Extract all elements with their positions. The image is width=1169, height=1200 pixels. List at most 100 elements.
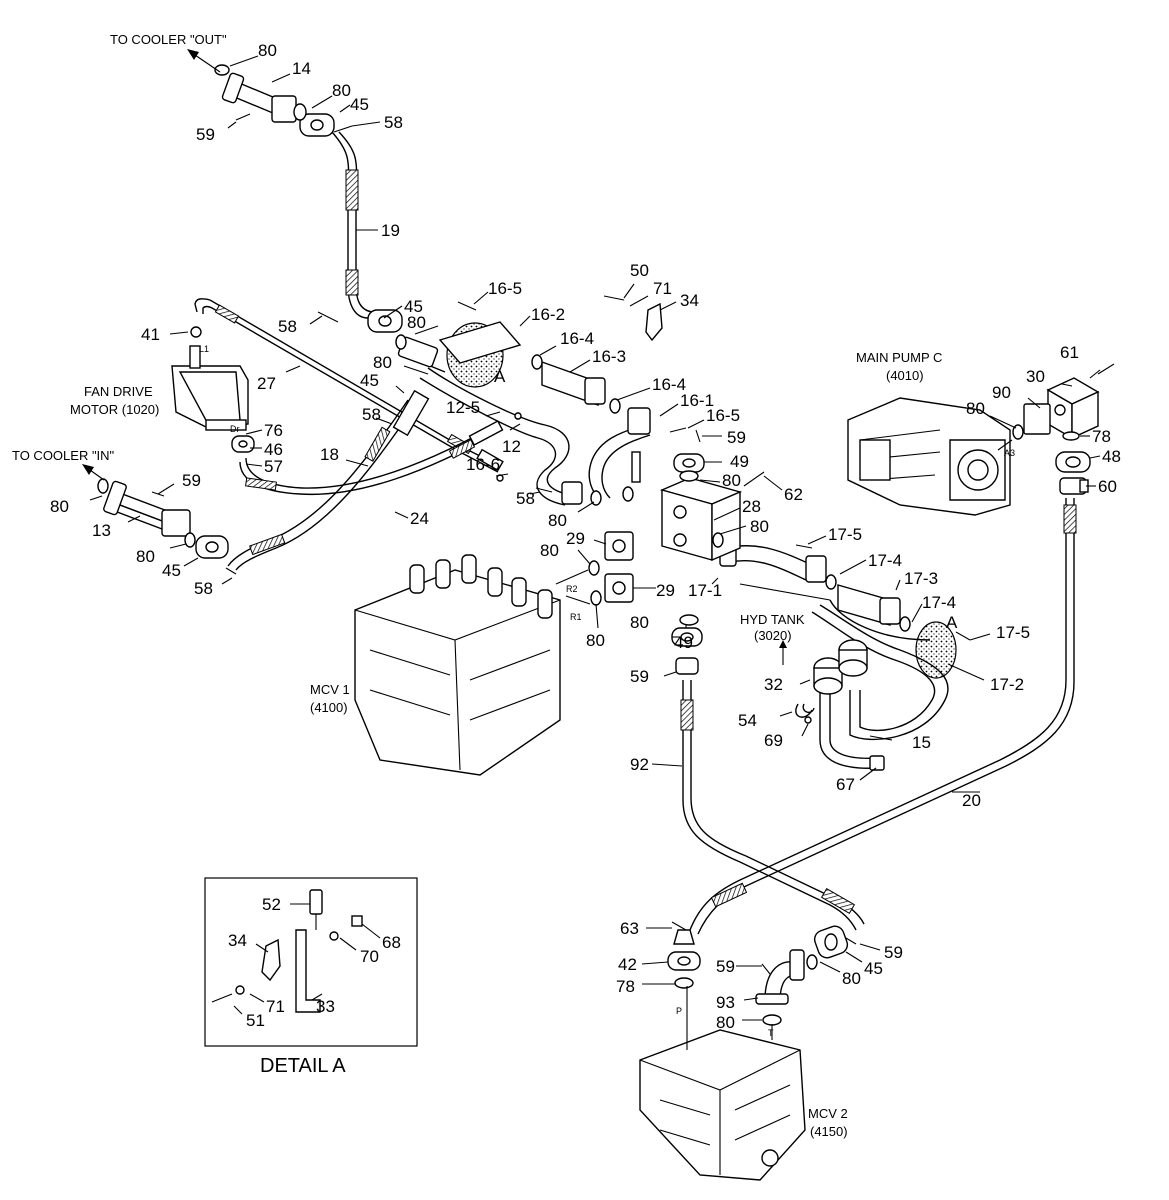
callout-c16: 76 <box>264 421 283 440</box>
callout-c11: 80 <box>407 313 426 332</box>
callout-c73: 90 <box>992 383 1011 402</box>
split-flange-42 <box>667 951 701 971</box>
callout-c26: 58 <box>194 579 213 598</box>
pipe-16 <box>397 321 651 499</box>
callout-c87: 52 <box>262 895 281 914</box>
mcv-1 <box>354 554 561 776</box>
callout-c74: 80 <box>966 399 985 418</box>
callout-c85: 45 <box>864 959 883 978</box>
cooler-in-arrow <box>82 464 105 481</box>
pipe-13 <box>103 480 191 537</box>
callout-c04: 45 <box>350 95 369 114</box>
callout-c14: 27 <box>257 374 276 393</box>
fan-drive-motor <box>171 326 249 431</box>
note-fan-motor: MOTOR (1020) <box>70 402 159 417</box>
note-mcv2-code: (4150) <box>810 1124 848 1139</box>
callout-c63: 59 <box>630 667 649 686</box>
callout-c22: 80 <box>50 497 69 516</box>
callout-c64: 32 <box>764 675 783 694</box>
callout-c75: 78 <box>1092 427 1111 446</box>
callout-c52: 80 <box>586 631 605 650</box>
callout-c50: 80 <box>540 541 559 560</box>
note-hyd-tank: HYD TANK <box>740 612 805 627</box>
split-flange-45-top <box>299 113 335 137</box>
callout-c53: 17-1 <box>688 581 722 600</box>
pipe-14 <box>221 72 297 123</box>
callout-c06: 59 <box>196 125 215 144</box>
split-flange-49 <box>671 627 703 647</box>
plate-90 <box>1023 403 1051 435</box>
callout-c69: 92 <box>630 755 649 774</box>
flange-29-upper <box>604 531 634 561</box>
o-rings <box>97 64 1080 1026</box>
callout-c67: 15 <box>912 733 931 752</box>
callout-c66: 69 <box>764 731 783 750</box>
callout-c92: 51 <box>246 1011 265 1030</box>
clamp-54 <box>795 703 815 718</box>
callout-c35: 16-1 <box>680 391 714 410</box>
callout-c08: 41 <box>141 325 160 344</box>
note-fan-drive: FAN DRIVE <box>84 384 153 399</box>
callout-c80: 78 <box>616 977 635 996</box>
callout-c47: 80 <box>548 511 567 530</box>
callout-c76: 48 <box>1102 447 1121 466</box>
callout-c01: 80 <box>258 41 277 60</box>
callout-c51: 29 <box>656 581 675 600</box>
callout-c10: 45 <box>404 297 423 316</box>
callout-c90: 70 <box>360 947 379 966</box>
callout-c61: 80 <box>630 613 649 632</box>
callout-c07: 19 <box>381 221 400 240</box>
callout-c24: 80 <box>136 547 155 566</box>
notes: TO COOLER "OUT" TO COOLER "IN" FAN DRIVE… <box>12 32 942 1139</box>
callout-c60: 17-2 <box>990 675 1024 694</box>
hyd-tank-arrow <box>779 640 787 665</box>
callout-c93: 33 <box>316 997 335 1016</box>
manifold-28 <box>659 477 743 562</box>
split-flange-46 <box>231 435 255 453</box>
callout-c13: 45 <box>360 371 379 390</box>
callout-c88: 68 <box>382 933 401 952</box>
port-p: P <box>676 1006 682 1016</box>
note-mcv1: MCV 1 <box>310 682 350 697</box>
callout-c49: 29 <box>566 529 585 548</box>
callout-c31: 16-3 <box>592 347 626 366</box>
port-r1: R1 <box>570 612 582 622</box>
callout-c27: 16-5 <box>488 279 522 298</box>
callout-c38: 16-6 <box>466 455 500 474</box>
split-flange-49-upper <box>673 453 705 473</box>
callout-c29: A <box>494 367 506 386</box>
callout-c48: 80 <box>750 517 769 536</box>
split-flange-45-left <box>195 535 229 559</box>
note-mcv2: MCV 2 <box>808 1106 848 1121</box>
callout-c33: 12 <box>502 437 521 456</box>
callout-c25: 45 <box>162 561 181 580</box>
callout-c43: 49 <box>730 452 749 471</box>
callout-c70: 20 <box>962 791 981 810</box>
detail-a-box <box>204 877 418 1047</box>
callout-c36: 16-5 <box>706 406 740 425</box>
pipe-17 <box>719 539 957 679</box>
note-cooler-out: TO COOLER "OUT" <box>110 32 227 47</box>
main-pump-c <box>847 397 1011 516</box>
mcv-2 <box>639 1029 806 1181</box>
callout-c46: 28 <box>742 497 761 516</box>
callout-c54: 17-5 <box>828 525 862 544</box>
callout-c42: 34 <box>680 291 699 310</box>
port-r2: R2 <box>566 584 578 594</box>
elbow-93 <box>755 949 805 1005</box>
callout-c44: 80 <box>722 471 741 490</box>
hose-92 <box>680 680 865 931</box>
elbows-32 <box>813 639 868 695</box>
split-flange-48 <box>1055 451 1091 473</box>
callout-c82: 93 <box>716 993 735 1012</box>
note-cooler-in: TO COOLER "IN" <box>12 448 115 463</box>
callout-c89: 34 <box>228 931 247 950</box>
fitting-59-mid <box>675 657 699 675</box>
callout-c23: 13 <box>92 521 111 540</box>
callout-c86: 59 <box>884 943 903 962</box>
callout-c03: 80 <box>332 81 351 100</box>
port-t: T <box>768 1028 774 1038</box>
callout-c55: 17-4 <box>868 551 902 570</box>
port-l1: L1 <box>199 344 209 354</box>
